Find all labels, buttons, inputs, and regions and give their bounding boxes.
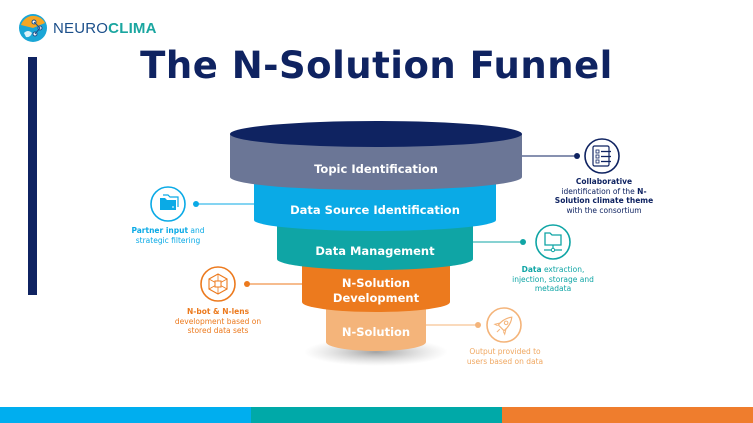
stage-label-topic: Topic Identification xyxy=(314,162,438,176)
rocket-icon xyxy=(486,307,522,343)
network-folder-icon xyxy=(535,224,571,260)
note-management-text1: extraction, xyxy=(541,265,585,274)
connector-topic xyxy=(522,153,580,159)
funnel-top-opening xyxy=(230,121,522,147)
note-solution-text2: users based on data xyxy=(466,356,544,366)
brand-name-clima: CLIMA xyxy=(108,19,157,37)
funnel-stage-development xyxy=(302,262,450,312)
brand-logo: NEUROCLIMA xyxy=(18,13,158,43)
brand-name-neuro: NEURO xyxy=(53,19,109,37)
stage-label-development-line2: Development xyxy=(332,291,420,305)
stage-label-n-solution: N-Solution xyxy=(341,325,411,339)
footer-strip-teal xyxy=(251,407,502,423)
brand-name: NEUROCLIMA xyxy=(53,20,157,37)
note-topic-bold3: Solution climate theme xyxy=(554,196,654,205)
page-title: The N-Solution Funnel xyxy=(140,44,613,87)
note-management: Data extraction, injection, storage and … xyxy=(503,265,603,294)
network-cube-icon xyxy=(200,266,236,302)
note-solution: Output provided to users based on data xyxy=(455,347,555,366)
note-source-text2: strategic filtering xyxy=(135,235,201,245)
note-solution-text1: Output provided to xyxy=(469,347,541,356)
note-management-text2: injection, storage and xyxy=(512,274,594,284)
note-source-bold: Partner input xyxy=(131,226,189,235)
note-topic-text1: identification of the xyxy=(561,186,638,196)
funnel-stage-data-management xyxy=(277,225,473,270)
note-development-text2: stored data sets xyxy=(187,326,249,335)
note-source-text1: and xyxy=(188,226,205,235)
footer-strip-orange xyxy=(502,407,753,423)
note-development-text1: development based on xyxy=(174,316,262,326)
connector-management xyxy=(473,239,526,245)
checklist-icon xyxy=(584,138,620,174)
note-topic-bold2: N- xyxy=(637,186,647,196)
stage-label-development-line1: N-Solution xyxy=(341,276,411,290)
stage-label-data-management: Data Management xyxy=(315,244,435,258)
stage-label-development: N-Solution Development xyxy=(302,276,450,306)
stage-label-data-source: Data Source Identification xyxy=(290,203,460,217)
connector-source xyxy=(193,201,254,207)
note-development: N-bot & N-lens development based on stor… xyxy=(168,307,268,336)
folders-icon xyxy=(150,186,186,222)
note-management-text3: metadata xyxy=(534,284,572,293)
side-accent-bar xyxy=(28,57,37,295)
note-topic-bold1: Collaborative xyxy=(575,177,633,186)
note-development-bold: N-bot & N-lens xyxy=(186,307,250,316)
connector-development xyxy=(244,281,302,287)
note-management-bold: Data xyxy=(521,265,542,274)
funnel-stage-topic xyxy=(230,121,522,190)
funnel-stage-data-source xyxy=(254,184,496,231)
funnel-stage-n-solution xyxy=(326,305,426,351)
globe-network-logo-icon xyxy=(19,14,47,42)
footer-strip-blue xyxy=(0,407,251,423)
note-topic-text2: with the consortium xyxy=(566,205,642,215)
note-source: Partner input and strategic filtering xyxy=(120,226,216,245)
note-topic: Collaborative identification of the N- S… xyxy=(552,177,656,215)
connector-solution xyxy=(426,322,481,328)
